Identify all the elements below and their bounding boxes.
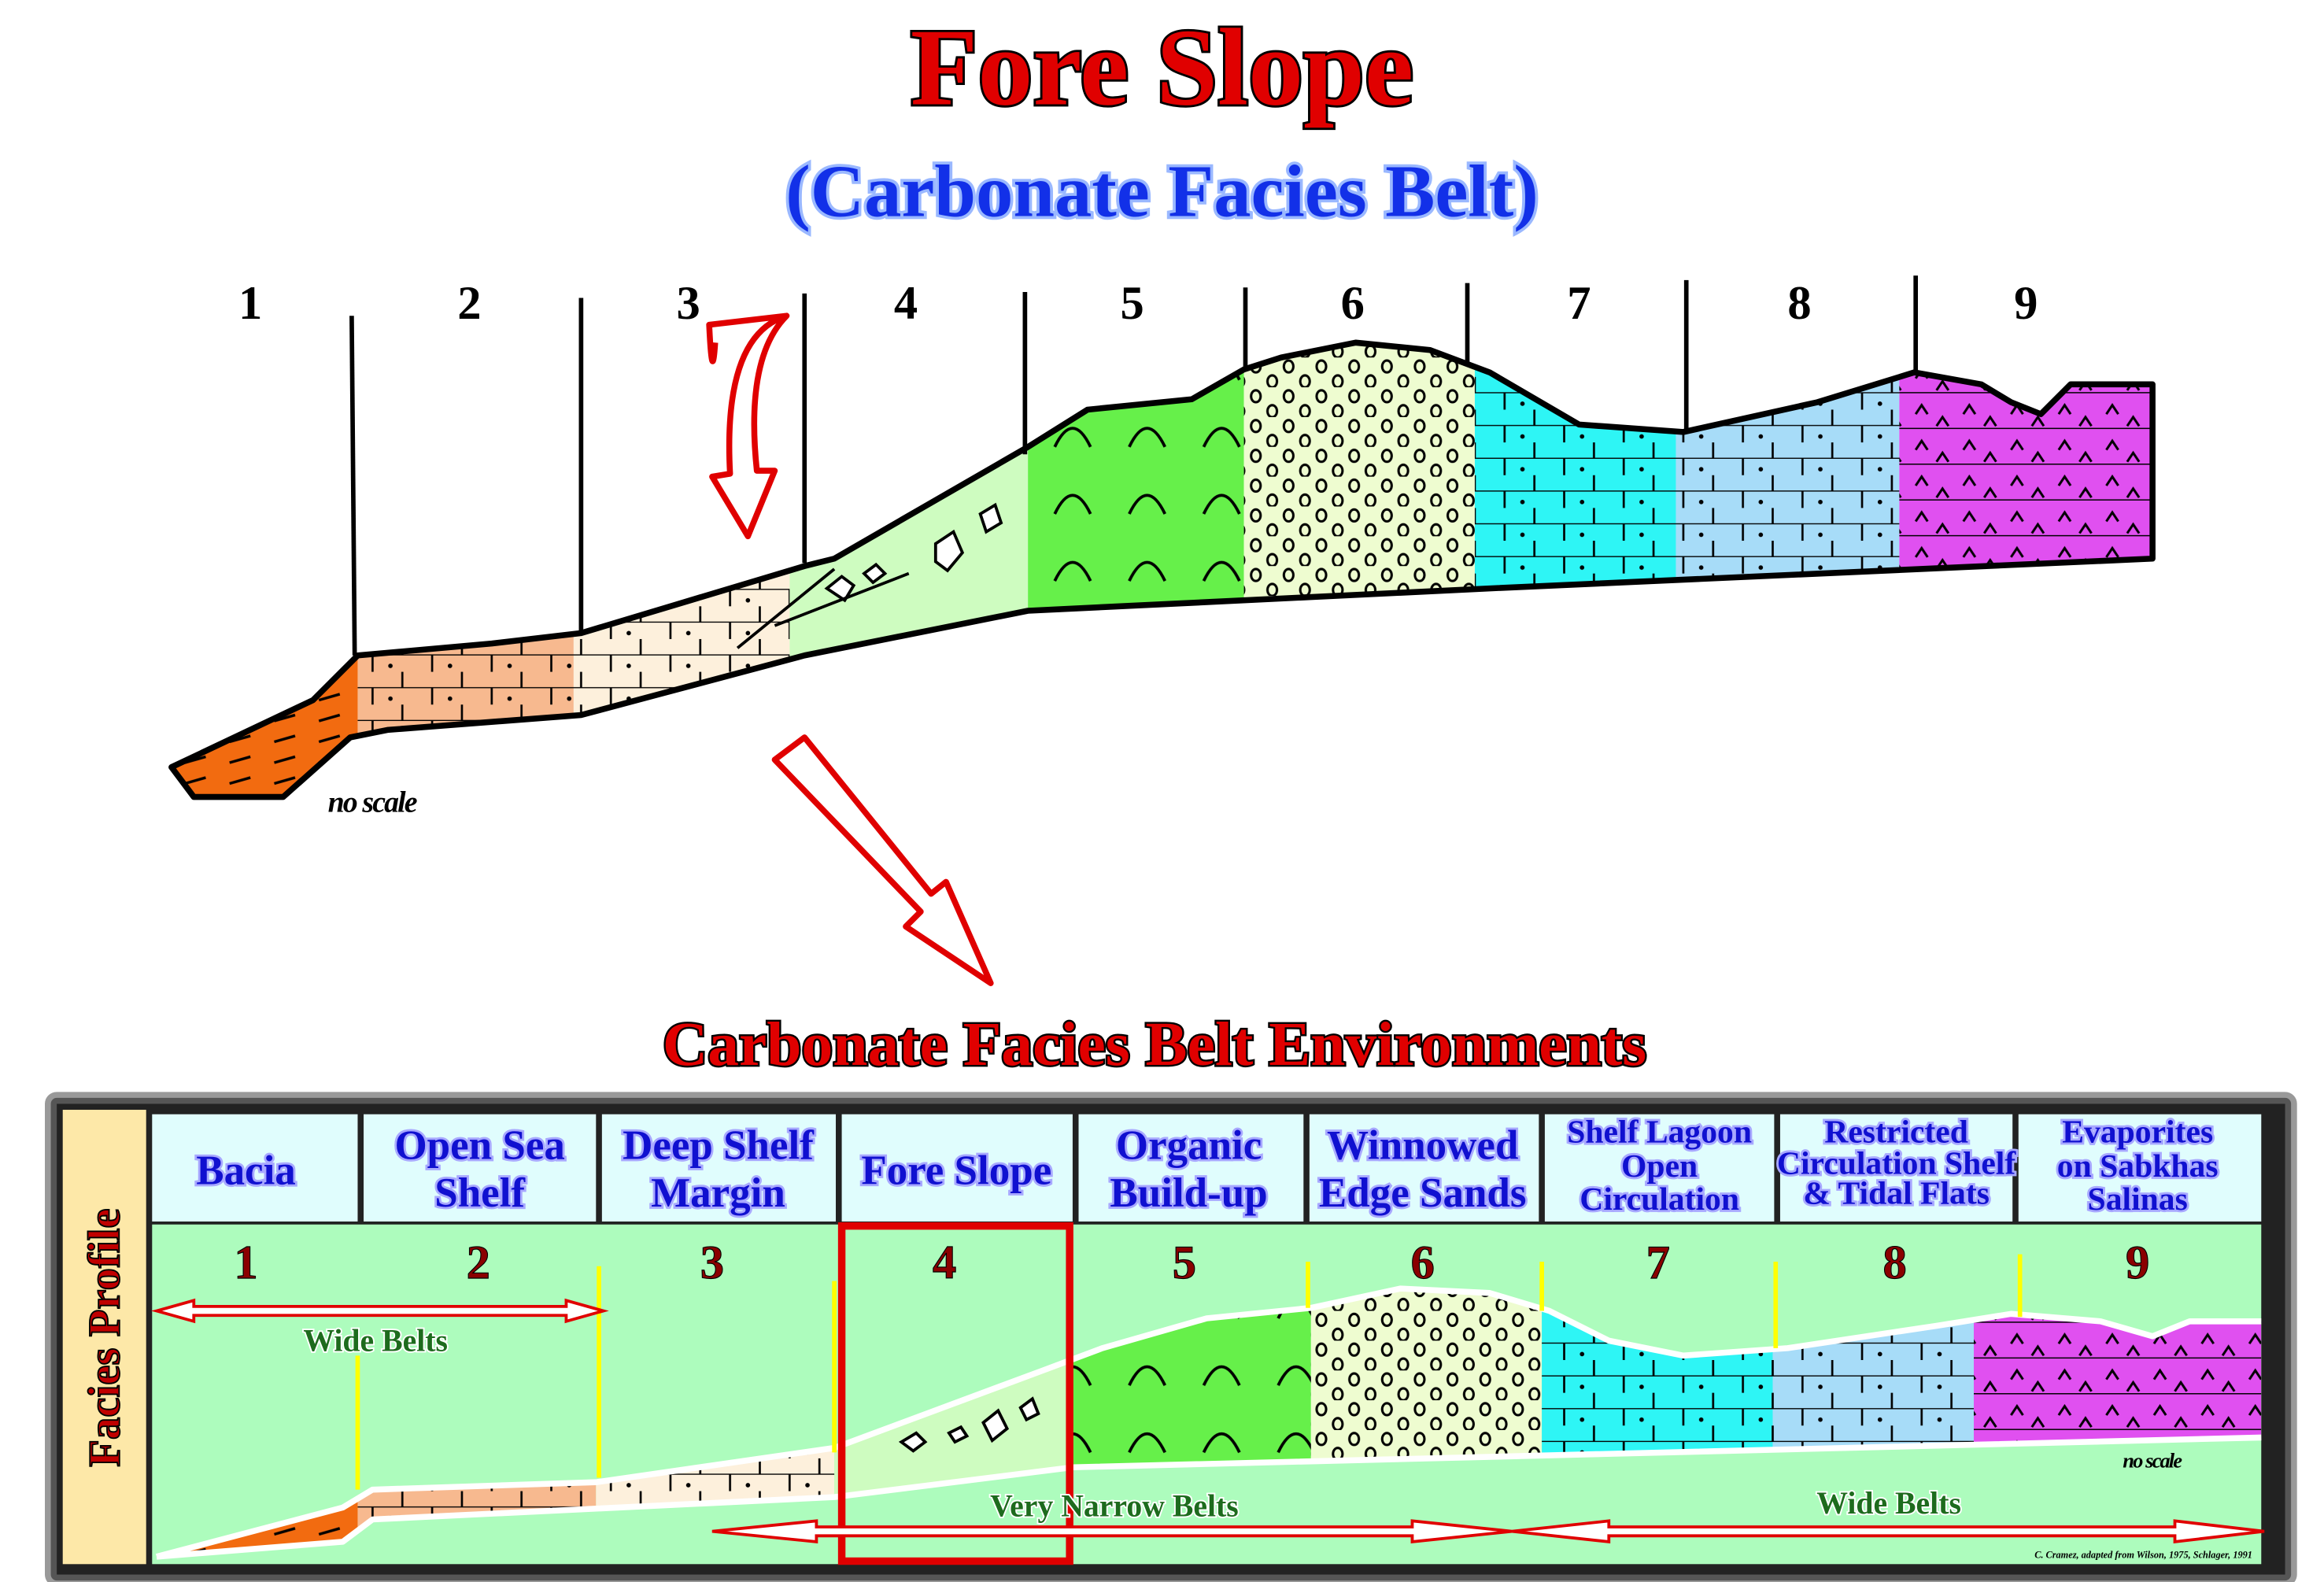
header-evaporites-2: on Sabkhas [2057,1148,2219,1185]
scale-note: no scale [328,785,417,819]
zone-number-8: 8 [1787,277,1811,330]
header-shelf-lagoon-3: Circulation [1580,1181,1739,1218]
zone-number-3: 3 [676,277,700,330]
header-row [152,1114,2262,1222]
header-deep-shelf-margin-1: Deep Shelf [623,1122,815,1168]
wide-belts-left-arrow [150,1298,609,1324]
zone-number-4: 4 [894,277,918,330]
panel-zone-number-6: 6 [1411,1236,1435,1289]
curved-arrow-icon [706,312,790,540]
header-winnowed-edge-sands-2: Edge Sands [1319,1170,1527,1216]
panel-zone-number-1: 1 [234,1236,257,1289]
panel-zone-number-4: 4 [933,1236,956,1289]
credit-text: C. Cramez, adapted from Wilson, 1975, Sc… [2034,1550,2252,1561]
header-deep-shelf-margin-2: Margin [651,1170,785,1216]
side-label-box [62,1110,146,1565]
header-restricted-1: Restricted [1824,1114,1968,1151]
header-fore-slope: Fore Slope [861,1148,1051,1194]
highlight-box-fore-slope [837,1222,1073,1565]
zone-number-7: 7 [1567,277,1591,330]
zone-number-1: 1 [238,277,262,330]
side-label: Facies Profile [80,1208,130,1466]
panel-zone-number-2: 2 [467,1236,490,1289]
header-bacia: Bacia [196,1148,296,1194]
zone-number-9: 9 [2014,277,2038,330]
panel-scale-note: no scale [2123,1448,2182,1472]
zone-number-2: 2 [457,277,481,330]
facies-belt-panel: Facies Profile Bacia Open Sea Shelf Deep… [45,1092,2297,1582]
zone-boundary-markers [355,1254,2023,1490]
zone-number-6: 6 [1341,277,1365,330]
page-title: Fore Slope [911,6,1413,128]
header-evaporites-3: Salinas [2088,1181,2188,1218]
header-open-sea-shelf-1: Open Sea [394,1122,564,1168]
top-facies-profile: 1 2 3 4 5 6 7 8 9 no scale [168,275,2156,819]
header-shelf-lagoon-1: Shelf Lagoon [1567,1114,1752,1151]
page-subtitle: (Carbonate Facies Belt) [785,150,1539,232]
zone-divider-lines [349,275,1919,656]
down-arrow-icon [771,734,994,986]
panel-zone-number-8: 8 [1883,1236,1907,1289]
panel-zone-number-3: 3 [700,1236,724,1289]
header-restricted-2: Circulation Shelf [1777,1145,2016,1181]
panel-zone-number-9: 9 [2126,1236,2149,1289]
panel-zone-number-5: 5 [1173,1236,1196,1289]
very-narrow-belts-label: Very Narrow Belts [990,1489,1239,1524]
wide-belts-right-arrow [1512,1519,2265,1544]
header-restricted-3: & Tidal Flats [1803,1175,1990,1211]
wide-belts-right-label: Wide Belts [1816,1486,1961,1521]
wide-belts-left-label: Wide Belts [303,1324,448,1358]
header-organic-buildup-1: Organic [1116,1122,1262,1168]
header-organic-buildup-2: Build-up [1110,1170,1267,1216]
header-evaporites-1: Evaporites [2062,1114,2213,1151]
zone-number-5: 5 [1121,277,1144,330]
header-shelf-lagoon-2: Open [1621,1148,1698,1185]
panel-zone-number-7: 7 [1646,1236,1670,1289]
header-open-sea-shelf-2: Shelf [434,1170,526,1216]
header-winnowed-edge-sands-1: Winnowed [1327,1122,1518,1168]
section-title: Carbonate Facies Belt Environments [663,1010,1646,1079]
